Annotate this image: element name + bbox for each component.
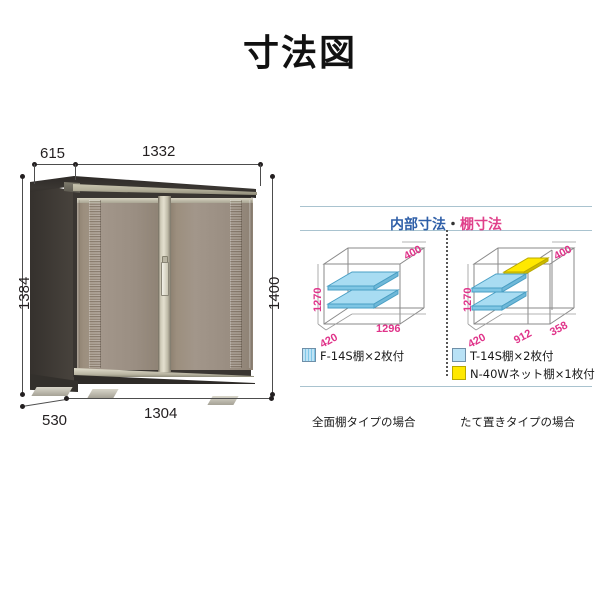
caption-vertical-type: たて置きタイプの場合 bbox=[460, 415, 575, 429]
legend-label-f14s: F-14S棚×2枚付 bbox=[320, 349, 405, 363]
dimension-endpoint-dot bbox=[270, 174, 275, 179]
cabinet-foot bbox=[87, 389, 119, 398]
cabinet-left-side-panel bbox=[30, 182, 74, 382]
page-title: 寸法図 bbox=[242, 33, 357, 74]
dimension-endpoint-dot bbox=[64, 396, 69, 401]
door-left-emboss-strip bbox=[89, 200, 101, 368]
panel-heading: 内部寸法・棚寸法 bbox=[300, 214, 592, 234]
cabinet-roof-front-lip bbox=[73, 184, 257, 195]
iso-left-base-width: 1296 bbox=[376, 323, 401, 335]
iso-drawing-left bbox=[317, 241, 426, 331]
iso-diagram-full-shelf: 1270 400 420 1296 bbox=[302, 236, 444, 351]
dimension-width-top: 1332 bbox=[142, 143, 176, 160]
cabinet-base-trim bbox=[74, 368, 254, 377]
top-dimension-line bbox=[34, 164, 262, 165]
dimension-extension-line bbox=[34, 164, 35, 184]
cabinet-door-right bbox=[170, 198, 253, 370]
left-height-dimension-line bbox=[22, 176, 23, 394]
dimension-height-right: 1400 bbox=[266, 276, 283, 310]
legend-item-t14s: T-14S棚×2枚付 bbox=[452, 348, 554, 364]
iso-drawing-right bbox=[467, 241, 576, 331]
dimension-depth-bottom: 530 bbox=[42, 412, 68, 429]
door-left-top-trim bbox=[77, 198, 161, 203]
storage-cabinet-illustration bbox=[30, 168, 262, 413]
door-right-top-trim bbox=[170, 198, 253, 203]
panel-heading-interior: 内部寸法 bbox=[390, 217, 446, 233]
door-right-edge bbox=[249, 200, 252, 368]
cabinet-door-left bbox=[77, 198, 161, 370]
dimension-endpoint-dot bbox=[270, 392, 275, 397]
swatch-blue-icon bbox=[452, 348, 466, 362]
panel-vertical-divider bbox=[446, 230, 448, 376]
cabinet-base-shadow bbox=[74, 375, 255, 384]
dimension-extension-line bbox=[75, 164, 76, 180]
right-height-dimension-line bbox=[272, 176, 273, 394]
panel-bottom-rule bbox=[300, 386, 592, 387]
iso-left-height: 1270 bbox=[312, 287, 324, 312]
cabinet-roof-corner-cap bbox=[64, 182, 80, 193]
swatch-striped-blue-icon bbox=[302, 348, 316, 362]
dimension-width-bottom: 1304 bbox=[144, 405, 178, 422]
iso-right-height: 1270 bbox=[462, 287, 474, 312]
legend-label-n40w: N-40Wネット棚×1枚付 bbox=[470, 367, 595, 381]
dimension-depth-top: 615 bbox=[40, 145, 66, 162]
caption-full-shelf-type: 全面棚タイプの場合 bbox=[312, 415, 416, 429]
door-handle bbox=[161, 262, 169, 296]
panel-heading-separator: ・ bbox=[446, 217, 460, 233]
iso-diagram-vertical-storage: 1270 400 420 912 358 bbox=[452, 236, 594, 351]
door-left-edge bbox=[77, 200, 80, 368]
interior-dimensions-panel: 内部寸法・棚寸法 bbox=[300, 206, 595, 391]
dimension-endpoint-dot bbox=[20, 392, 25, 397]
dimension-endpoint-dot bbox=[269, 396, 274, 401]
cabinet-foot bbox=[31, 387, 73, 396]
dimension-height-left: 1384 bbox=[16, 276, 33, 310]
panel-heading-shelf: 棚寸法 bbox=[460, 217, 502, 233]
legend-item-f14s: F-14S棚×2枚付 bbox=[302, 348, 404, 364]
legend-item-n40w: N-40Wネット棚×1枚付 bbox=[452, 366, 595, 382]
legend-label-t14s: T-14S棚×2枚付 bbox=[470, 349, 554, 363]
swatch-yellow-icon bbox=[452, 366, 466, 380]
dimension-extension-line bbox=[260, 164, 261, 186]
dimension-endpoint-dot bbox=[20, 404, 25, 409]
panel-top-rule bbox=[300, 206, 592, 207]
bottom-width-dimension-line bbox=[68, 398, 272, 399]
door-right-emboss-strip bbox=[230, 200, 242, 368]
dimension-endpoint-dot bbox=[20, 174, 25, 179]
